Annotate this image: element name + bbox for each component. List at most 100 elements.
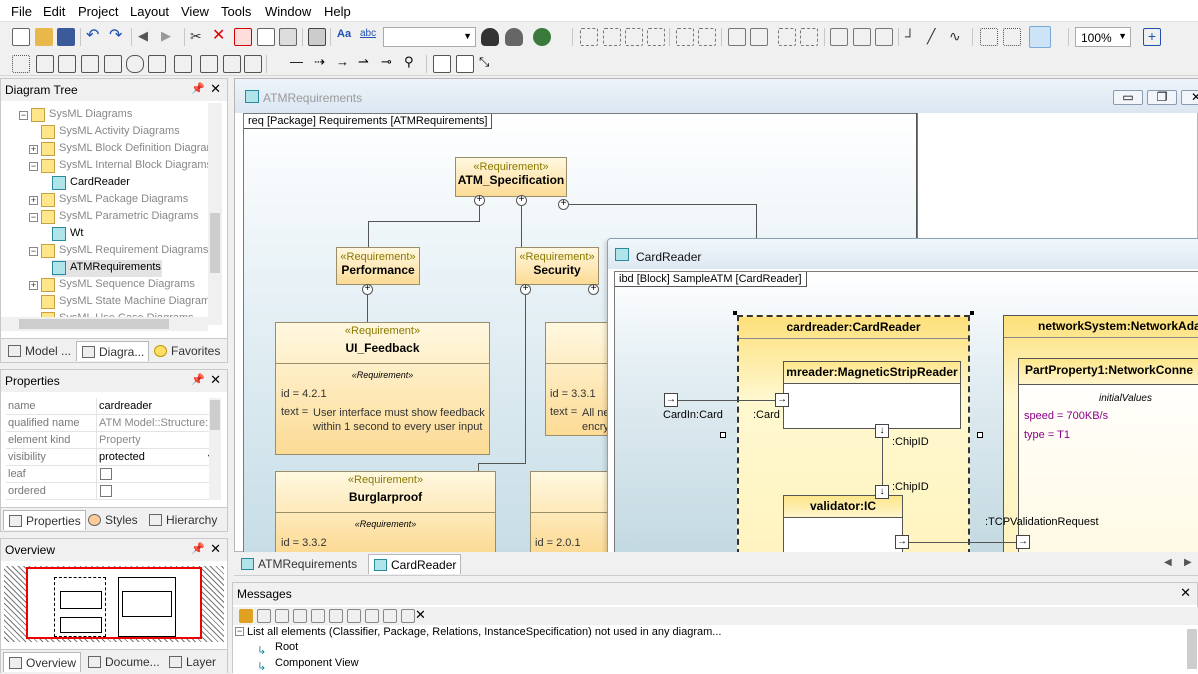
filter-icon[interactable] xyxy=(239,609,253,623)
save-icon[interactable] xyxy=(57,28,75,46)
restore-button[interactable]: ❐ xyxy=(1147,90,1177,105)
requirement-burglarproof[interactable]: «Requirement» Burglarproof «Requirement»… xyxy=(275,471,496,553)
containment-icon[interactable]: ⊸ xyxy=(381,54,392,69)
tab-model[interactable]: Model ... xyxy=(3,341,75,361)
up-icon[interactable] xyxy=(293,609,307,623)
tab-hierarchy[interactable]: Hierarchy xyxy=(144,510,221,530)
binding-icon[interactable] xyxy=(223,55,241,73)
tree-item-state-machine-diagrams[interactable]: SysML State Machine Diagram xyxy=(41,294,208,311)
anchor-icon[interactable]: ⤡ xyxy=(479,54,490,69)
part-cardreader[interactable]: cardreader:CardReader mreader:MagneticSt… xyxy=(737,315,970,552)
paste-icon[interactable] xyxy=(279,28,297,46)
snap-icon[interactable] xyxy=(1003,28,1021,46)
collapse-toggle[interactable]: − xyxy=(29,161,38,171)
menu-layout[interactable]: Layout xyxy=(130,4,170,19)
copy-all-icon[interactable] xyxy=(383,609,397,623)
item-flow-icon[interactable] xyxy=(244,55,262,73)
port-cardin[interactable]: → xyxy=(664,393,678,407)
port-tcp[interactable]: → xyxy=(1016,535,1030,549)
web-icon[interactable] xyxy=(533,28,551,46)
align-middle-icon[interactable] xyxy=(676,28,694,46)
find-icon[interactable] xyxy=(481,28,499,46)
menu-file[interactable]: File xyxy=(11,4,32,19)
copy-icon[interactable] xyxy=(257,28,275,46)
fit-icon[interactable] xyxy=(875,28,893,46)
requirement-performance[interactable]: «Requirement» Performance xyxy=(336,247,420,285)
tree-item-wt[interactable]: Wt xyxy=(52,226,202,243)
port-validation-out[interactable]: → xyxy=(895,535,909,549)
prev-icon[interactable] xyxy=(275,609,289,623)
properties-scrollbar[interactable] xyxy=(209,398,221,500)
down-icon[interactable] xyxy=(329,609,343,623)
pin-icon[interactable]: 📌 xyxy=(191,543,205,555)
port-icon[interactable] xyxy=(148,55,166,73)
link-icon[interactable]: ⚲ xyxy=(404,54,414,69)
save-icon[interactable] xyxy=(401,609,415,623)
part-networksystem[interactable]: networkSystem:NetworkAda PartProperty1:N… xyxy=(1003,315,1198,552)
tree-item-sequence-diagrams[interactable]: SysML Sequence Diagrams xyxy=(41,277,208,294)
menu-help[interactable]: Help xyxy=(324,4,351,19)
redo-icon[interactable]: ↷ xyxy=(109,27,123,44)
tree-item-sysml-diagrams[interactable]: SysML Diagrams xyxy=(31,107,208,124)
align-bottom-icon[interactable] xyxy=(698,28,716,46)
tree-item-atmrequirements[interactable]: ATMRequirements xyxy=(52,260,162,277)
bezier-icon[interactable]: ∿ xyxy=(949,28,961,44)
space-vertical-icon[interactable] xyxy=(800,28,818,46)
port-chipid-in[interactable]: ↓ xyxy=(875,485,889,499)
flow-port-icon[interactable] xyxy=(174,55,192,73)
first-icon[interactable] xyxy=(257,609,271,623)
zoom-combo[interactable]: 100% ▼ xyxy=(1075,27,1131,47)
tab-documentation[interactable]: Docume... xyxy=(83,652,164,672)
close-icon[interactable]: ✕ xyxy=(1180,585,1191,600)
ordered-checkbox[interactable] xyxy=(100,485,112,497)
message-line[interactable]: List all elements (Classifier, Package, … xyxy=(247,626,722,638)
select-icon[interactable] xyxy=(12,55,30,73)
pin-icon[interactable]: 📌 xyxy=(191,374,205,386)
clear-icon[interactable]: ✕ xyxy=(415,607,426,622)
flow-property-icon[interactable] xyxy=(104,55,122,73)
collapse-toggle[interactable]: − xyxy=(29,212,38,222)
connector-icon[interactable] xyxy=(200,55,218,73)
menu-project[interactable]: Project xyxy=(78,4,119,19)
expand-toggle[interactable]: + xyxy=(29,144,38,154)
port-chipid-out[interactable]: ↓ xyxy=(875,424,889,438)
expand-toggle[interactable]: + xyxy=(29,195,38,205)
message-line[interactable]: Root xyxy=(275,641,299,653)
port-card[interactable]: → xyxy=(775,393,789,407)
collapse-toggle[interactable]: − xyxy=(19,110,28,120)
tab-overview[interactable]: Overview xyxy=(3,652,82,672)
undo-icon[interactable]: ↶ xyxy=(86,27,100,44)
delete-from-model-icon[interactable] xyxy=(234,28,252,46)
messages-scrollbar[interactable] xyxy=(1187,629,1197,669)
font-icon[interactable]: Aa xyxy=(337,28,352,40)
tab-favorites[interactable]: Favorites xyxy=(149,341,224,361)
pin-icon[interactable]: 📌 xyxy=(191,83,205,95)
spell-icon[interactable]: abc xyxy=(360,28,377,39)
property-row[interactable]: ordered xyxy=(6,483,219,500)
tab-scroll-right-icon[interactable]: ▶ xyxy=(1184,557,1192,568)
collapse-toggle[interactable]: − xyxy=(29,246,38,256)
close-icon[interactable]: ✕ xyxy=(210,541,221,556)
forward-icon[interactable]: ▶ xyxy=(161,28,171,43)
menu-view[interactable]: View xyxy=(181,4,209,19)
tree-item-activity-diagrams[interactable]: SysML Activity Diagrams xyxy=(41,124,208,141)
tab-styles[interactable]: Styles xyxy=(83,510,142,530)
note-icon[interactable] xyxy=(433,55,451,73)
back-icon[interactable]: ◀ xyxy=(138,28,148,43)
search-combo[interactable]: ▼ xyxy=(383,27,476,47)
print-icon[interactable] xyxy=(308,28,326,46)
overview-thumbnail[interactable] xyxy=(4,566,224,642)
expand-toggle[interactable]: + xyxy=(29,280,38,290)
tab-layer[interactable]: Layer xyxy=(164,652,220,672)
find-all-icon[interactable] xyxy=(505,28,523,46)
block-icon[interactable] xyxy=(36,55,54,73)
tree-item-cardreader[interactable]: CardReader xyxy=(52,175,202,192)
constraint-icon[interactable] xyxy=(126,55,144,73)
part-validator[interactable]: validator:IC xyxy=(783,495,903,552)
tree-item-parametric-diagrams[interactable]: SysML Parametric Diagrams xyxy=(41,209,208,226)
delete-icon[interactable]: ✕ xyxy=(212,27,226,44)
align-right-icon[interactable] xyxy=(625,28,643,46)
property-icon[interactable] xyxy=(81,55,99,73)
